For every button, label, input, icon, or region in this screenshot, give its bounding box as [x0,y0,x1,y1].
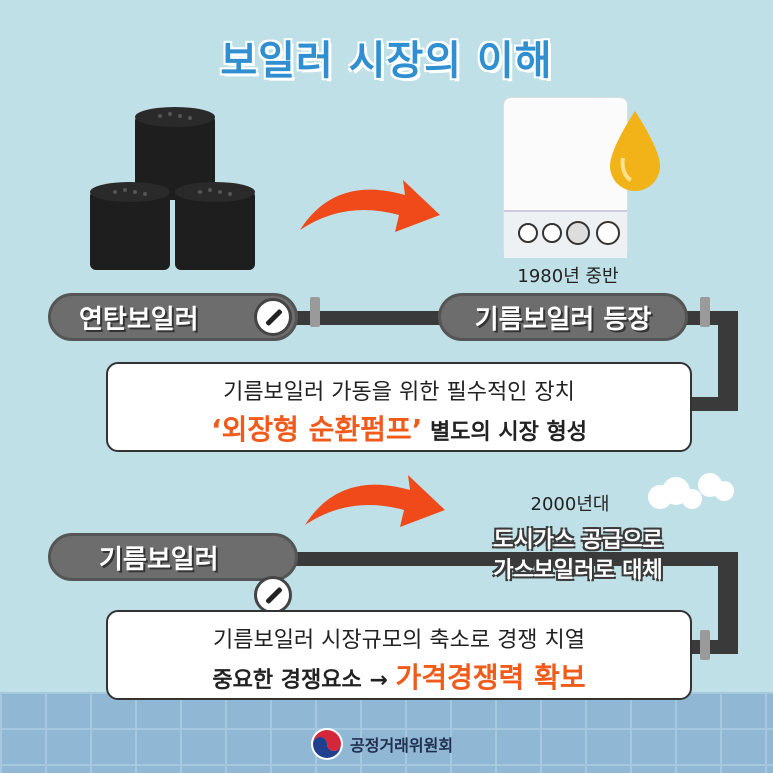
info-line: 기름보일러 시장규모의 축소로 경쟁 치열 [212,628,586,653]
boiler-icon [503,97,628,258]
info-box-2: 기름보일러 시장규모의 축소로 경쟁 치열 중요한 경쟁요소 → 가격경쟁력 확… [106,610,692,700]
highlight-text: 외장형 순환펌프 [221,413,412,446]
info-prefix: 중요한 경쟁요소 [212,668,362,693]
pipe [280,552,730,566]
change-note: 도시가스 공급으로 가스보일러로 대체 [468,526,688,586]
pill-label: 기름보일러 [99,544,219,575]
highlight-text: 가격경쟁력 확보 [395,661,586,694]
info-box-1: 기름보일러 가동을 위한 필수적인 장치 ‘외장형 순환펌프’ 별도의 시장 형… [106,362,692,452]
floor-tiles [0,692,773,773]
valve-icon [254,576,292,614]
steam-cloud-icon [648,473,734,509]
valve-icon [254,298,292,336]
pipe-coupler [700,297,710,327]
info-suffix: 별도의 시장 형성 [430,420,588,445]
info-line: 기름보일러 가동을 위한 필수적인 장치 [223,380,575,405]
pill-label: 기름보일러 등장 [474,304,652,335]
pill-oil-boiler-debut: 기름보일러 등장 [438,293,688,341]
pipe [718,552,738,647]
date-label: 2000년대 [530,494,610,515]
government-emblem-icon [311,728,343,760]
change-line: 도시가스 공급으로 [493,528,663,553]
pipe-coupler [310,297,320,327]
pill-label: 연탄보일러 [79,304,199,335]
oil-drop-icon [610,111,660,191]
pipe [260,311,450,325]
page-title: 보일러 시장의 이해 [220,38,553,84]
quote-open: ‘ [210,413,222,446]
change-line: 가스보일러로 대체 [493,558,663,583]
pipe [690,397,738,411]
pipe [690,640,738,654]
quote-close: ’ [411,413,423,446]
coal-briquette-icon [90,107,255,270]
date-label: 1980년 중반 [517,266,619,287]
organization-name: 공정거래위원회 [350,736,454,755]
arrow-glyph: → [369,668,388,693]
pill-oil-boiler: 기름보일러 [48,533,298,581]
pipe-coupler [700,630,710,660]
arrow-curve-icon [300,180,440,232]
footer-logo: 공정거래위원회 [310,726,453,762]
pipe [718,311,738,411]
arrow-curve-icon [305,475,445,527]
